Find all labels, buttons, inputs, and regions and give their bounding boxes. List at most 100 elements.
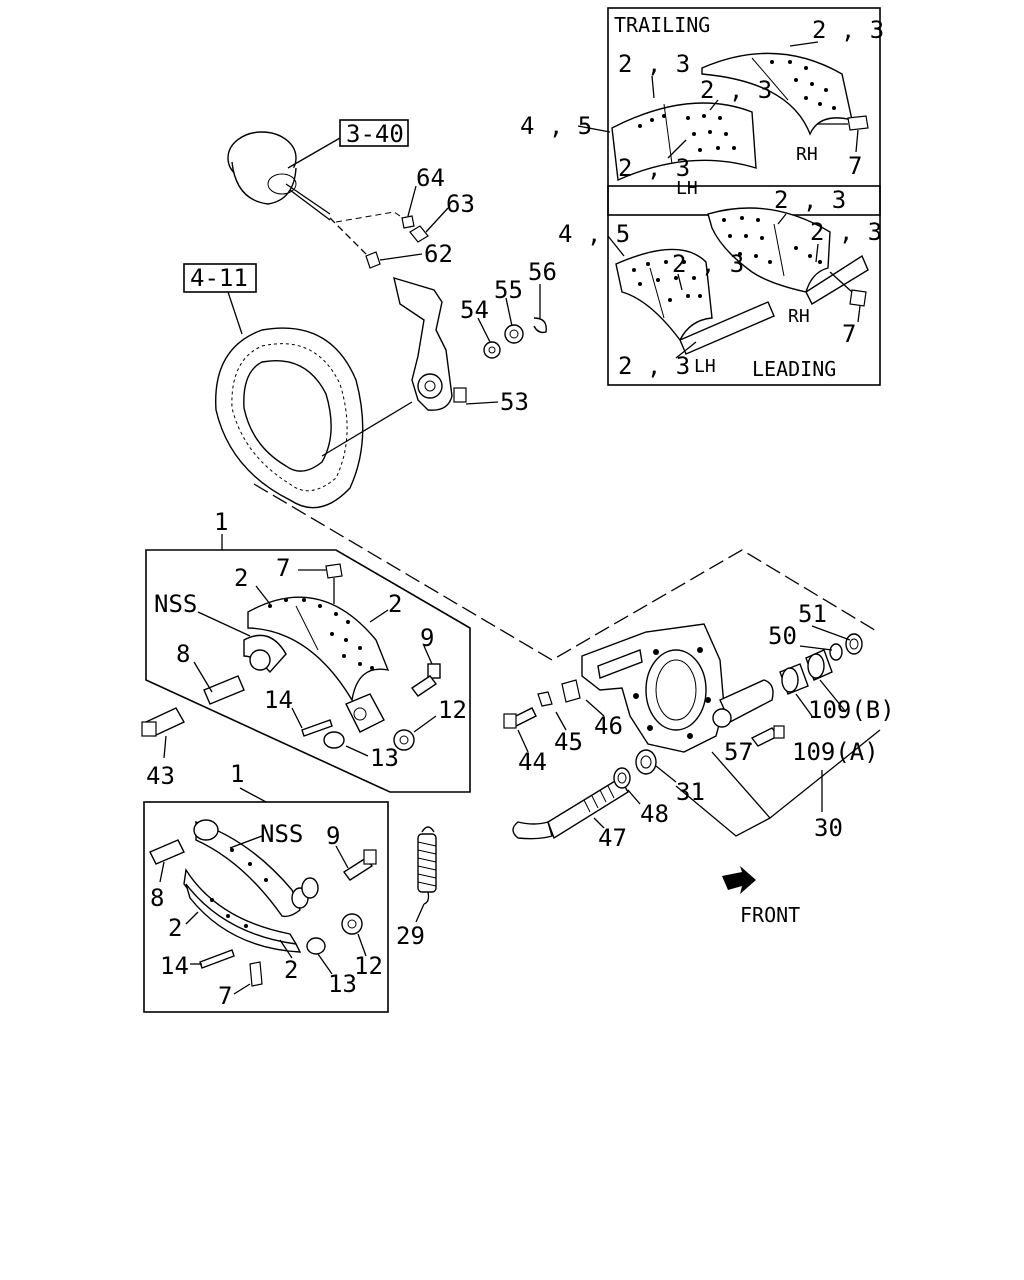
callout-9-lower: 9 [326, 822, 340, 850]
seal-50 [829, 643, 843, 661]
front-arrow-icon [722, 866, 756, 894]
shoe-assembly-box-upper [145, 549, 471, 793]
camshaft-bracket [719, 679, 774, 723]
nss-label-upper: NSS [154, 590, 197, 618]
ring-13-upper [323, 731, 345, 749]
washer-55 [504, 324, 524, 344]
callout-46: 46 [594, 712, 623, 740]
brake-spider-assembly: 45 46 44 57 [503, 623, 785, 776]
callout-54: 54 [460, 296, 489, 324]
callout-8-upper: 8 [176, 640, 190, 668]
callout-trailing-2-3-lh-top: 2 , 3 [618, 50, 690, 78]
callout-14-lower: 14 [160, 952, 189, 980]
ref-3-40: 3-40 [346, 120, 404, 148]
callout-30: 30 [814, 814, 843, 842]
air-chamber-body [231, 161, 297, 205]
callout-12-upper: 12 [438, 696, 467, 724]
shoe-assembly-box-lower [143, 801, 389, 1013]
trailing-rh-label: RH [796, 144, 818, 165]
leading-lh-web [679, 301, 775, 355]
assembly-leader [253, 483, 879, 661]
callout-62: 62 [424, 240, 453, 268]
callout-4-5-leading: 4 , 5 [558, 220, 630, 248]
callout-13-lower: 13 [328, 970, 357, 998]
callout-51: 51 [798, 600, 827, 628]
upper-shoe-roller-web [345, 693, 385, 733]
bolt-9-head [427, 663, 441, 679]
front-label: FRONT [740, 903, 800, 927]
clevis-pin-64 [401, 215, 415, 229]
camshaft: 47 48 31 [512, 749, 705, 852]
callout-30-group: 30 [675, 729, 881, 842]
spider-bore [645, 649, 707, 731]
trailing-lh-label: LH [676, 178, 698, 199]
trailing-lh-split [663, 103, 673, 165]
callout-13-upper: 13 [370, 744, 399, 772]
cam-head [512, 821, 553, 840]
trailing-rh-split [751, 57, 789, 101]
leading-rh-web [805, 254, 869, 305]
trailing-rh-lining [701, 52, 853, 136]
callout-trailing-2-3-lh-bottom: 2 , 3 [618, 154, 690, 182]
callout-2-upper-left: 2 [234, 564, 248, 592]
push-rod [285, 183, 331, 215]
roller-pin-14-upper [301, 719, 333, 737]
callout-leading-2-3-lh: 2 , 3 [672, 250, 744, 278]
ref-4-11: 4-11 [190, 264, 248, 292]
nut-63 [409, 225, 429, 243]
callout-1-lower: 1 [230, 760, 244, 788]
callout-2-lower-right: 2 [284, 956, 298, 984]
callout-30-bracket-b [675, 785, 771, 837]
washer-48 [613, 767, 631, 789]
ring-13-lower [306, 937, 326, 955]
shoe-assembly-upper: 2 2 7 NSS 8 9 14 13 12 [154, 554, 467, 772]
anchor-pin-8-lower [149, 839, 185, 865]
shoe-assembly-lower: NSS 9 8 2 14 2 7 13 12 [149, 819, 383, 1010]
callout-trailing-7: 7 [848, 152, 862, 180]
callout-31: 31 [676, 778, 705, 806]
lower-shoe-web [195, 821, 301, 918]
front-direction-indicator: FRONT [722, 866, 800, 927]
upper-rivet-7 [325, 563, 343, 579]
roller-pin-14-lower [199, 949, 235, 969]
leading-rh-label: RH [788, 306, 810, 327]
callout-29: 29 [396, 922, 425, 950]
callout-leading-2-3-bottom: 2 , 3 [618, 352, 690, 380]
callout-leading-7: 7 [842, 320, 856, 348]
washers-54-56: 54 55 56 [460, 258, 557, 359]
callout-9-upper: 9 [420, 624, 434, 652]
callout-2-lower-left: 2 [168, 914, 182, 942]
seal-31 [635, 749, 657, 775]
callout-12-lower: 12 [354, 952, 383, 980]
lower-rivet-7 [249, 961, 263, 987]
slack-adjuster: 53 [393, 276, 529, 416]
trailing-shoe-box: TRAILING 2 , 3 2 , 3 2 , 3 2 , 3 LH [607, 7, 884, 216]
anchor-pin-43: 43 [141, 707, 185, 790]
callout-50: 50 [768, 622, 797, 650]
callout-109b: 109(B) [808, 696, 895, 724]
clevis-parts: 64 63 62 [365, 164, 475, 269]
air-chamber: 3-40 [227, 119, 409, 259]
plate-45 [537, 691, 553, 707]
callout-56: 56 [528, 258, 557, 286]
callout-leading-2-3-top: 2 , 3 [774, 186, 846, 214]
leading-title: LEADING [752, 357, 836, 381]
callout-44: 44 [518, 748, 547, 776]
callout-64: 64 [416, 164, 445, 192]
callout-53: 53 [500, 388, 529, 416]
callout-43: 43 [146, 762, 175, 790]
leading-rh-split [773, 223, 785, 277]
washer-54 [483, 341, 501, 359]
callout-7-lower: 7 [218, 982, 232, 1010]
anchor-pin-8-upper [203, 675, 245, 705]
adjuster-screw [453, 387, 467, 403]
nut-62 [365, 251, 381, 269]
dust-shield-inner [243, 360, 332, 472]
ref-box-3-40 [339, 119, 409, 147]
bolt-9-upper [410, 675, 438, 697]
callout-trailing-2-3-mid: 2 , 3 [700, 76, 772, 104]
ref-box-4-11 [183, 263, 257, 293]
trailing-rivet [847, 115, 869, 131]
callout-45: 45 [554, 728, 583, 756]
